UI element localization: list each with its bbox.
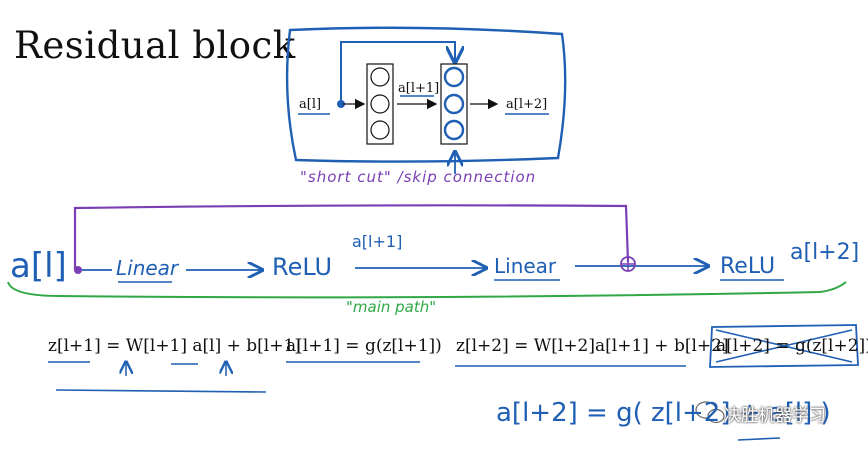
handwritten-equation: a[l+2] = g( z[l+2] + a[l] ) (496, 398, 831, 428)
layer2-box (440, 63, 468, 145)
flow-linear1-label: Linear (116, 256, 179, 280)
inset-mid-label: a[l+1] (398, 81, 439, 96)
layer2-neuron-2 (443, 93, 465, 115)
flow-mid-label: a[l+1] (352, 232, 403, 251)
inset-input-label: a[l] (299, 97, 321, 112)
inset-frame (285, 26, 567, 163)
layer1-neuron-2 (370, 94, 390, 114)
equation-3: z[l+2] = W[l+2]a[l+1] + b[l+2] (456, 336, 729, 356)
flow-relu2-label: ReLU (720, 254, 776, 279)
eq1-long-underline (55, 389, 267, 393)
purple-start-dot (74, 266, 82, 274)
flow-end-label: a[l+2] (790, 240, 860, 265)
main-path-line (7, 281, 847, 299)
equation-1: z[l+1] = W[l+1] a[l] + b[l+1] (48, 336, 301, 356)
main-path-annotation: "main path" (346, 298, 437, 316)
layer2-neuron-3 (443, 119, 465, 141)
handwritten-a-underline (737, 437, 781, 441)
inset-output-label: a[l+2] (506, 97, 547, 112)
layer1-neuron-3 (370, 120, 390, 140)
flow-linear2-label: Linear (494, 254, 557, 278)
equation-4: a[l+2] = g(z[l+2]) (716, 336, 868, 356)
page-title: Residual block (14, 24, 296, 67)
layer1-neuron-1 (370, 67, 390, 87)
flow-start-label: a[l] (10, 246, 67, 286)
eq4-crossout-box (709, 324, 859, 368)
layer1-box (366, 63, 394, 145)
flow-relu1-label: ReLU (272, 253, 333, 281)
inset-skip-line (340, 41, 455, 104)
purple-skip-path (73, 204, 630, 270)
eq4-cross-2 (715, 329, 853, 363)
layer2-neuron-1 (443, 66, 465, 88)
wechat-icon (695, 401, 725, 424)
shortcut-annotation: "short cut" /skip connection (300, 168, 537, 186)
watermark: 决胜机器学习 (724, 406, 826, 426)
inset-input-dot (337, 100, 345, 108)
equation-2: a[l+1] = g(z[l+1]) (286, 336, 442, 356)
